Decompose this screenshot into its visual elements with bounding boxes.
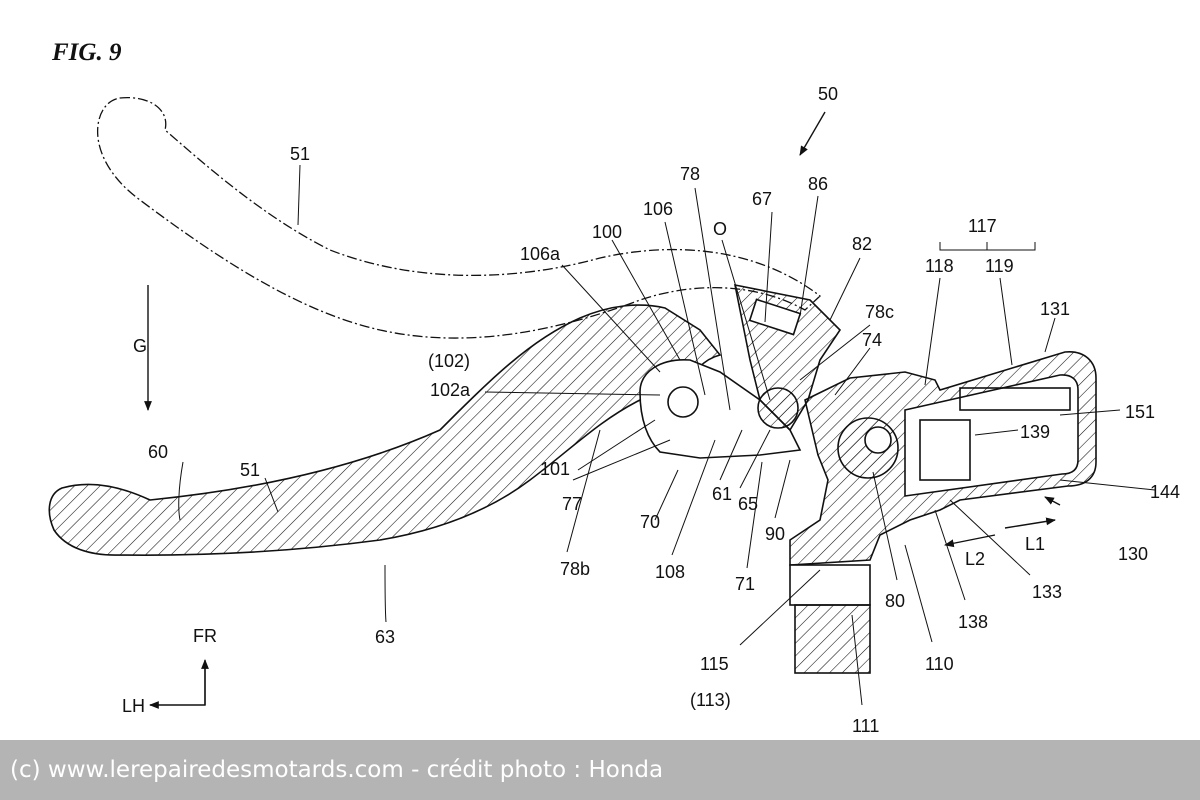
- label-102-paren: (102): [428, 351, 470, 371]
- label-90: 90: [765, 524, 785, 544]
- label-106a: 106a: [520, 244, 561, 264]
- label-133: 133: [1032, 582, 1062, 602]
- figure-title: FIG. 9: [51, 39, 122, 66]
- label-144: 144: [1150, 482, 1180, 502]
- label-80: 80: [885, 591, 905, 611]
- label-74: 74: [862, 330, 882, 350]
- label-111: 111: [852, 716, 879, 736]
- label-63: 63: [375, 627, 395, 647]
- patent-figure: FIG. 9: [0, 0, 1200, 740]
- label-61: 61: [712, 484, 732, 504]
- label-115: 115: [700, 654, 729, 674]
- label-78: 78: [680, 164, 700, 184]
- label-77: 77: [562, 494, 582, 514]
- label-51-upper: 51: [290, 144, 310, 164]
- label-78c: 78c: [865, 302, 894, 322]
- label-O: O: [713, 219, 727, 239]
- pivot-bolt-hole: [865, 427, 891, 453]
- label-65: 65: [738, 494, 758, 514]
- label-71: 71: [735, 574, 755, 594]
- label-FR: FR: [193, 626, 217, 646]
- label-151: 151: [1125, 402, 1155, 422]
- label-82: 82: [852, 234, 872, 254]
- label-G: G: [133, 336, 147, 356]
- clamp-lower-111: [795, 605, 870, 673]
- label-51-lower: 51: [240, 460, 260, 480]
- label-139: 139: [1020, 422, 1050, 442]
- label-118: 118: [925, 256, 954, 276]
- clamp-upper-115: [790, 565, 870, 605]
- label-L1: L1: [1025, 534, 1045, 554]
- lever-body-63: [49, 305, 720, 555]
- label-113-paren: (113): [690, 690, 731, 710]
- label-78b: 78b: [560, 559, 590, 579]
- label-106: 106: [643, 199, 673, 219]
- label-131: 131: [1040, 299, 1070, 319]
- label-LH: LH: [122, 696, 145, 716]
- pivot-101: [668, 387, 698, 417]
- label-119: 119: [985, 256, 1014, 276]
- watermark-text: (c) www.lerepairedesmotards.com - crédit…: [10, 757, 663, 783]
- label-60: 60: [148, 442, 168, 462]
- label-110: 110: [925, 654, 954, 674]
- lever-outline-released: [98, 98, 820, 338]
- label-102a: 102a: [430, 380, 471, 400]
- label-100: 100: [592, 222, 622, 242]
- label-67: 67: [752, 189, 772, 209]
- label-86: 86: [808, 174, 828, 194]
- label-70: 70: [640, 512, 660, 532]
- label-117: 117: [968, 216, 997, 236]
- label-50: 50: [818, 84, 838, 104]
- label-130: 130: [1118, 544, 1148, 564]
- label-108: 108: [655, 562, 685, 582]
- label-138: 138: [958, 612, 988, 632]
- watermark-bar: (c) www.lerepairedesmotards.com - crédit…: [0, 740, 1200, 800]
- pivot-pin-65: [758, 388, 798, 428]
- label-101: 101: [540, 459, 570, 479]
- label-L2: L2: [965, 549, 985, 569]
